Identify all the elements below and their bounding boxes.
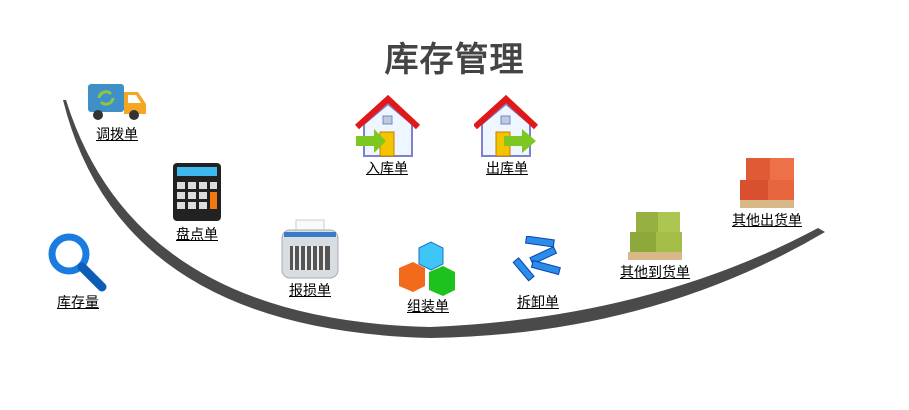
damage-report-link[interactable]: 报损单 bbox=[250, 218, 370, 299]
item-label[interactable]: 调拨单 bbox=[96, 127, 138, 143]
house-in-icon bbox=[354, 94, 420, 157]
item-label[interactable]: 入库单 bbox=[366, 161, 408, 177]
other-shipment-order-link[interactable]: 其他出货单 bbox=[707, 154, 827, 229]
shredder-icon bbox=[281, 219, 339, 279]
item-label[interactable]: 盘点单 bbox=[176, 227, 218, 243]
calculator-icon bbox=[173, 163, 221, 221]
other-arrival-order-link[interactable]: 其他到货单 bbox=[595, 206, 715, 281]
disassembly-order-link[interactable]: 拆卸单 bbox=[478, 236, 598, 311]
item-label[interactable]: 其他到货单 bbox=[620, 265, 690, 281]
inbound-order-link[interactable]: 入库单 bbox=[327, 94, 447, 177]
assembly-order-link[interactable]: 组装单 bbox=[368, 240, 488, 315]
truck-icon bbox=[88, 84, 146, 120]
item-label[interactable]: 报损单 bbox=[289, 283, 331, 299]
green-boxes-icon bbox=[628, 212, 682, 260]
page-title: 库存管理 bbox=[384, 40, 525, 80]
house-out-icon bbox=[474, 94, 539, 157]
outbound-order-link[interactable]: 出库单 bbox=[447, 94, 567, 177]
red-boxes-icon bbox=[740, 158, 794, 208]
blocks-icon bbox=[512, 236, 561, 282]
stock-quantity-link[interactable]: 库存量 bbox=[18, 230, 138, 311]
item-label[interactable]: 出库单 bbox=[486, 161, 528, 177]
stocktake-order-link[interactable]: 盘点单 bbox=[137, 162, 257, 243]
item-label[interactable]: 组装单 bbox=[407, 299, 449, 315]
magnifier-icon bbox=[48, 233, 107, 292]
cubes-icon bbox=[399, 241, 455, 296]
item-label[interactable]: 其他出货单 bbox=[732, 213, 802, 229]
item-label[interactable]: 拆卸单 bbox=[517, 295, 559, 311]
item-label[interactable]: 库存量 bbox=[57, 295, 99, 311]
transfer-order-link[interactable]: 调拨单 bbox=[57, 82, 177, 143]
